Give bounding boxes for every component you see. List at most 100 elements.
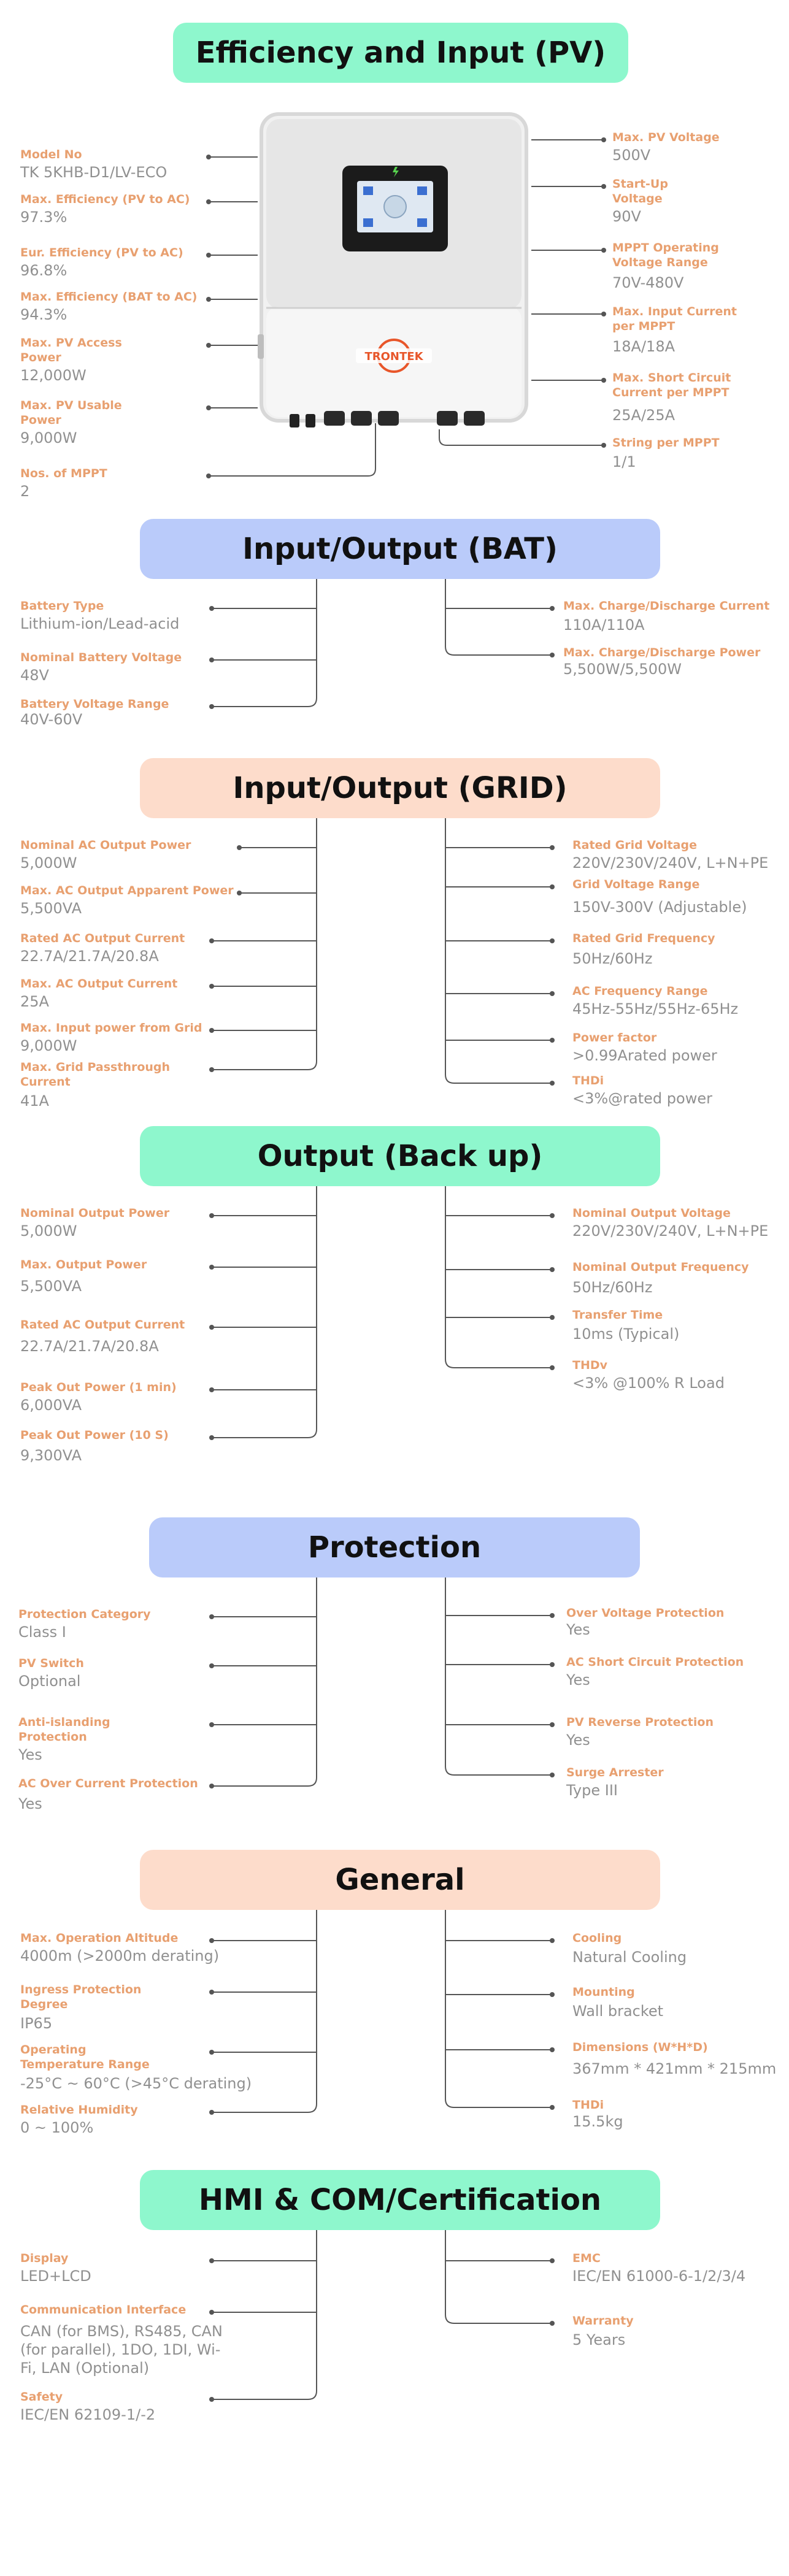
grid-voltage-range-label: Grid Voltage Range bbox=[572, 878, 700, 891]
pv-bat-eff-label: Max. Efficiency (BAT to AC) bbox=[20, 290, 198, 304]
display-label: Display bbox=[20, 2252, 69, 2265]
section-title-bat: Input/Output (BAT) bbox=[140, 519, 660, 579]
pv-switch-label: PV Switch bbox=[18, 1657, 84, 1670]
mounting-value: Wall bracket bbox=[572, 2003, 664, 2020]
altitude-label: Max. Operation Altitude bbox=[20, 1931, 179, 1945]
cooling-label: Cooling bbox=[572, 1931, 622, 1945]
ac-short-circuit-label: AC Short Circuit Protection bbox=[566, 1655, 744, 1669]
pv-mppt-range-label: MPPT Operating Voltage Range bbox=[612, 241, 719, 269]
backup-output-voltage-value: 220V/230V/240V, L+N+PE bbox=[572, 1222, 769, 1240]
grid-power-factor-label: Power factor bbox=[572, 1031, 657, 1045]
weight-value: 15.5kg bbox=[572, 2113, 623, 2130]
emc-value: IEC/EN 61000-6-1/2/3/4 bbox=[572, 2267, 746, 2285]
backup-transfer-time-value: 10ms (Typical) bbox=[572, 1325, 680, 1343]
ingress-protection-label: Ingress Protection Degree bbox=[20, 1983, 142, 2011]
protection-category-value: Class I bbox=[18, 1623, 66, 1641]
pv-usable-power-label: Max. PV Usable Power bbox=[20, 399, 122, 427]
bat-nominal-voltage-label: Nominal Battery Voltage bbox=[20, 651, 182, 664]
ac-over-current-label: AC Over Current Protection bbox=[18, 1777, 198, 1790]
backup-nominal-power-value: 5,000W bbox=[20, 1222, 77, 1240]
bat-charge-power-label: Max. Charge/Discharge Power bbox=[563, 646, 761, 659]
section-title-grid: Input/Output (GRID) bbox=[140, 758, 660, 818]
anti-islanding-value: Yes bbox=[18, 1746, 42, 1763]
pv-bat-eff-value: 94.3% bbox=[20, 306, 67, 323]
safety-label: Safety bbox=[20, 2390, 63, 2404]
section-title-general: General bbox=[140, 1850, 660, 1910]
ac-over-current-value: Yes bbox=[18, 1795, 42, 1812]
grid-input-power-value: 9,000W bbox=[20, 1037, 77, 1054]
pv-eur-eff-label: Eur. Efficiency (PV to AC) bbox=[20, 246, 183, 259]
warranty-label: Warranty bbox=[572, 2314, 634, 2328]
pv-mppt-count-value: 2 bbox=[20, 483, 30, 500]
pv-model-value: TK 5KHB-D1/LV-ECO bbox=[20, 164, 167, 181]
warranty-value: 5 Years bbox=[572, 2331, 626, 2348]
over-voltage-value: Yes bbox=[566, 1621, 590, 1638]
backup-peak-10s-value: 9,300VA bbox=[20, 1447, 82, 1464]
pv-eur-eff-value: 96.8% bbox=[20, 262, 67, 279]
pv-mppt-range-value: 70V-480V bbox=[612, 274, 684, 291]
humidity-label: Relative Humidity bbox=[20, 2103, 138, 2117]
ac-short-circuit-value: Yes bbox=[566, 1671, 590, 1689]
section-title-pv: Efficiency and Input (PV) bbox=[173, 23, 628, 83]
grid-rated-frequency-label: Rated Grid Frequency bbox=[572, 932, 715, 945]
pv-short-circuit-value: 25A/25A bbox=[612, 407, 675, 424]
grid-rated-current-value: 22.7A/21.7A/20.8A bbox=[20, 948, 159, 965]
grid-passthrough-value: 41A bbox=[20, 1092, 49, 1110]
display-value: LED+LCD bbox=[20, 2267, 91, 2285]
bat-nominal-voltage-value: 48V bbox=[20, 667, 49, 684]
backup-max-power-value: 5,500VA bbox=[20, 1278, 82, 1295]
bat-type-value: Lithium-ion/Lead-acid bbox=[20, 615, 180, 632]
grid-rated-frequency-value: 50Hz/60Hz bbox=[572, 950, 653, 967]
pv-max-voltage-label: Max. PV Voltage bbox=[612, 131, 720, 144]
pv-switch-value: Optional bbox=[18, 1673, 81, 1690]
protection-category-label: Protection Category bbox=[18, 1608, 151, 1621]
pv-input-current-value: 18A/18A bbox=[612, 338, 675, 355]
anti-islanding-label: Anti-islanding Protection bbox=[18, 1715, 110, 1744]
humidity-value: 0 ~ 100% bbox=[20, 2119, 94, 2136]
backup-nominal-power-label: Nominal Output Power bbox=[20, 1206, 170, 1220]
grid-nominal-power-label: Nominal AC Output Power bbox=[20, 838, 191, 852]
bat-voltage-range-label: Battery Voltage Range bbox=[20, 697, 169, 711]
surge-arrester-value: Type III bbox=[566, 1782, 618, 1799]
grid-rated-current-label: Rated AC Output Current bbox=[20, 932, 185, 945]
grid-input-power-label: Max. Input power from Grid bbox=[20, 1021, 202, 1035]
grid-frequency-range-label: AC Frequency Range bbox=[572, 984, 708, 998]
grid-power-factor-value: >0.99Arated power bbox=[572, 1047, 717, 1064]
backup-output-voltage-label: Nominal Output Voltage bbox=[572, 1206, 731, 1220]
pv-startup-voltage-label: Start-Up Voltage bbox=[612, 177, 668, 205]
grid-rated-voltage-value: 220V/230V/240V, L+N+PE bbox=[572, 854, 769, 872]
comm-interface-value: CAN (for BMS), RS485, CAN (for parallel)… bbox=[20, 2323, 223, 2377]
pv-reverse-label: PV Reverse Protection bbox=[566, 1715, 714, 1729]
grid-voltage-range-value: 150V-300V (Adjustable) bbox=[572, 899, 747, 916]
pv-startup-voltage-value: 90V bbox=[612, 208, 641, 225]
backup-rated-current-value: 22.7A/21.7A/20.8A bbox=[20, 1338, 159, 1355]
emc-label: EMC bbox=[572, 2252, 601, 2265]
grid-max-current-value: 25A bbox=[20, 993, 49, 1010]
pv-short-circuit-label: Max. Short Circuit Current per MPPT bbox=[612, 371, 731, 399]
bat-charge-current-value: 110A/110A bbox=[563, 616, 645, 634]
over-voltage-label: Over Voltage Protection bbox=[566, 1606, 725, 1620]
section-title-protection: Protection bbox=[149, 1517, 640, 1577]
bat-voltage-range-value: 40V-60V bbox=[20, 711, 83, 728]
pv-input-current-label: Max. Input Current per MPPT bbox=[612, 305, 737, 333]
ingress-protection-value: IP65 bbox=[20, 2015, 53, 2032]
backup-output-frequency-value: 50Hz/60Hz bbox=[572, 1279, 653, 1296]
grid-rated-voltage-label: Rated Grid Voltage bbox=[572, 838, 697, 852]
pv-model-label: Model No bbox=[20, 148, 82, 161]
weight-label: THDi bbox=[572, 2098, 604, 2112]
pv-string-value: 1/1 bbox=[612, 453, 636, 470]
backup-thdv-value: <3% @100% R Load bbox=[572, 1374, 725, 1392]
grid-passthrough-label: Max. Grid Passthrough Current bbox=[20, 1060, 171, 1089]
bat-charge-power-value: 5,500W/5,500W bbox=[563, 661, 682, 678]
pv-string-label: String per MPPT bbox=[612, 436, 720, 450]
backup-output-frequency-label: Nominal Output Frequency bbox=[572, 1260, 749, 1274]
bat-charge-current-label: Max. Charge/Discharge Current bbox=[563, 599, 770, 613]
operating-temp-value: -25°C ~ 60°C (>45°C derating) bbox=[20, 2075, 252, 2092]
backup-peak-10s-label: Peak Out Power (10 S) bbox=[20, 1428, 169, 1442]
grid-thdi-value: <3%@rated power bbox=[572, 1090, 712, 1107]
bat-type-label: Battery Type bbox=[20, 599, 104, 613]
grid-apparent-power-value: 5,500VA bbox=[20, 900, 82, 917]
dimensions-value: 367mm * 421mm * 215mm bbox=[572, 2060, 777, 2077]
cooling-value: Natural Cooling bbox=[572, 1949, 687, 1966]
